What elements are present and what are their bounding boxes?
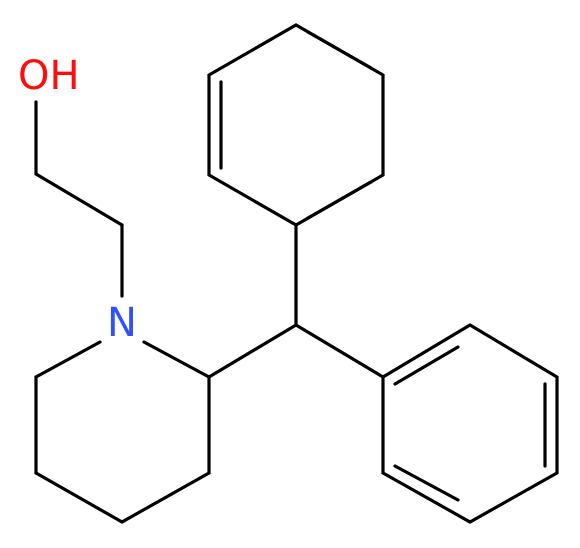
bond-c2ring-n bbox=[142, 340, 211, 379]
bonds bbox=[34, 23, 559, 524]
bond-n-c6 bbox=[34, 340, 102, 379]
bond-c5-c4 bbox=[34, 471, 124, 524]
phenyl-upper-double-2 bbox=[306, 30, 373, 70]
phenyl-lower-double-3 bbox=[393, 464, 460, 502]
nitrogen-label: N bbox=[107, 300, 137, 346]
phenyl-ring-upper bbox=[207, 23, 385, 227]
bond-c1-c2 bbox=[34, 172, 124, 227]
phenyl-lower-double-1 bbox=[393, 345, 460, 386]
bond-c2ring-ch bbox=[207, 323, 298, 379]
bond-ch-ph2 bbox=[294, 323, 385, 379]
phenyl-ring-lower bbox=[381, 323, 559, 524]
bond-c4-c3 bbox=[120, 471, 211, 524]
phenyl-upper-double-3 bbox=[306, 180, 373, 220]
hydroxyl-label: OH bbox=[18, 53, 80, 99]
